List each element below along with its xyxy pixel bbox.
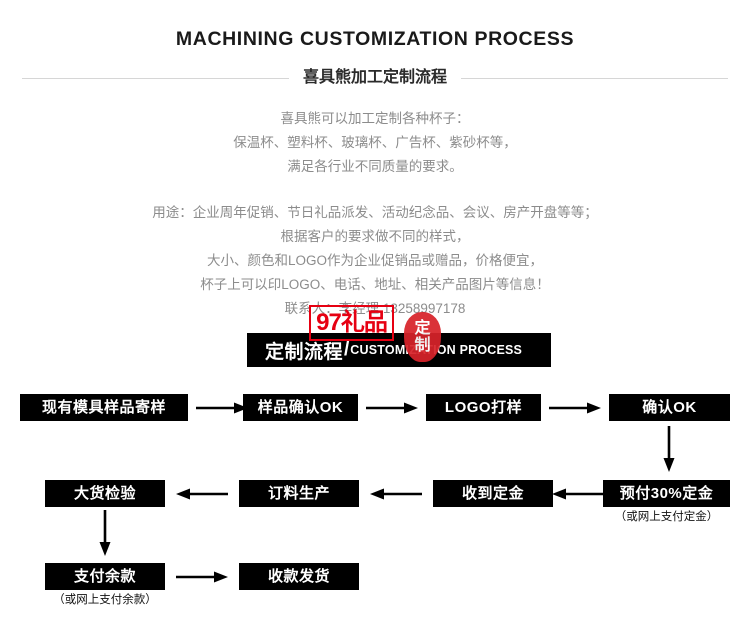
flow-node-row1-3[interactable]: LOGO打样 bbox=[426, 394, 541, 421]
arrow-left-icon bbox=[552, 487, 604, 501]
intro-line: 大小、颜色和LOGO作为企业促销品或赠品，价格便宜， bbox=[206, 253, 543, 269]
intro-line: 喜具熊可以加工定制各种杯子： bbox=[280, 111, 470, 127]
intro-line: 杯子上可以印LOGO、电话、地址、相关产品图片等信息！ bbox=[200, 277, 550, 293]
arrow-down-icon bbox=[98, 510, 112, 556]
arrow-right-icon bbox=[366, 401, 418, 415]
banner-title-cn: 定制流程 bbox=[265, 341, 344, 363]
intro-block-2: 用途：企业周年促销、节日礼品派发、活动纪念品、会议、房产开盘等等； 根据客户的要… bbox=[0, 201, 750, 321]
page-title-en: MACHINING CUSTOMIZATION PROCESS bbox=[175, 28, 575, 50]
banner-separator: / bbox=[344, 339, 350, 360]
intro-line: 用途：企业周年促销、节日礼品派发、活动纪念品、会议、房产开盘等等； bbox=[152, 205, 598, 221]
flow-node-row2-3[interactable]: 收到定金 bbox=[433, 480, 553, 507]
section-banner: 定制流程 / CUSTOMIZATION PROCESS bbox=[247, 333, 551, 367]
subtitle-row: 喜具熊加工定制流程 bbox=[0, 65, 750, 92]
arrow-right-icon bbox=[196, 401, 248, 415]
flow-node-row1-1[interactable]: 现有模具样品寄样 bbox=[20, 394, 188, 421]
stamp-char-top: 定 bbox=[414, 320, 431, 337]
stamp-char-bottom: 制 bbox=[414, 337, 431, 354]
flow-node-row3-1-sublabel: （或网上支付余款） bbox=[53, 594, 157, 606]
flow-node-row2-1[interactable]: 大货检验 bbox=[45, 480, 165, 507]
intro-line: 满足各行业不同质量的要求。 bbox=[287, 159, 463, 175]
watermark-stamp-icon: 定 制 bbox=[404, 312, 441, 362]
watermark-logo-box: 97礼品 bbox=[309, 305, 394, 341]
arrow-left-icon bbox=[176, 487, 228, 501]
arrow-right-icon bbox=[549, 401, 601, 415]
flow-node-row3-1[interactable]: 支付余款 bbox=[45, 563, 165, 590]
flow-node-row1-4[interactable]: 确认OK bbox=[609, 394, 730, 421]
page-header: MACHINING CUSTOMIZATION PROCESS 喜具熊加工定制流… bbox=[0, 0, 750, 92]
intro-line: 根据客户的要求做不同的样式， bbox=[280, 229, 470, 245]
intro-line: 保温杯、塑料杯、玻璃杯、广告杯、紫砂杯等， bbox=[233, 135, 517, 151]
arrow-right-icon bbox=[176, 570, 228, 584]
flow-node-row2-4-sublabel: （或网上支付定金） bbox=[614, 511, 719, 523]
flow-node-row2-2[interactable]: 订料生产 bbox=[239, 480, 359, 507]
intro-block-1: 喜具熊可以加工定制各种杯子： 保温杯、塑料杯、玻璃杯、广告杯、紫砂杯等， 满足各… bbox=[0, 107, 750, 179]
flow-node-row2-4[interactable]: 预付30%定金 bbox=[603, 480, 730, 507]
arrow-down-icon bbox=[662, 426, 676, 472]
arrow-left-icon bbox=[370, 487, 422, 501]
flow-node-row1-2[interactable]: 样品确认OK bbox=[243, 394, 358, 421]
flow-node-row3-2[interactable]: 收款发货 bbox=[239, 563, 359, 590]
page-subtitle-cn: 喜具熊加工定制流程 bbox=[288, 65, 461, 92]
watermark-logo-text: 97礼品 bbox=[316, 309, 388, 336]
